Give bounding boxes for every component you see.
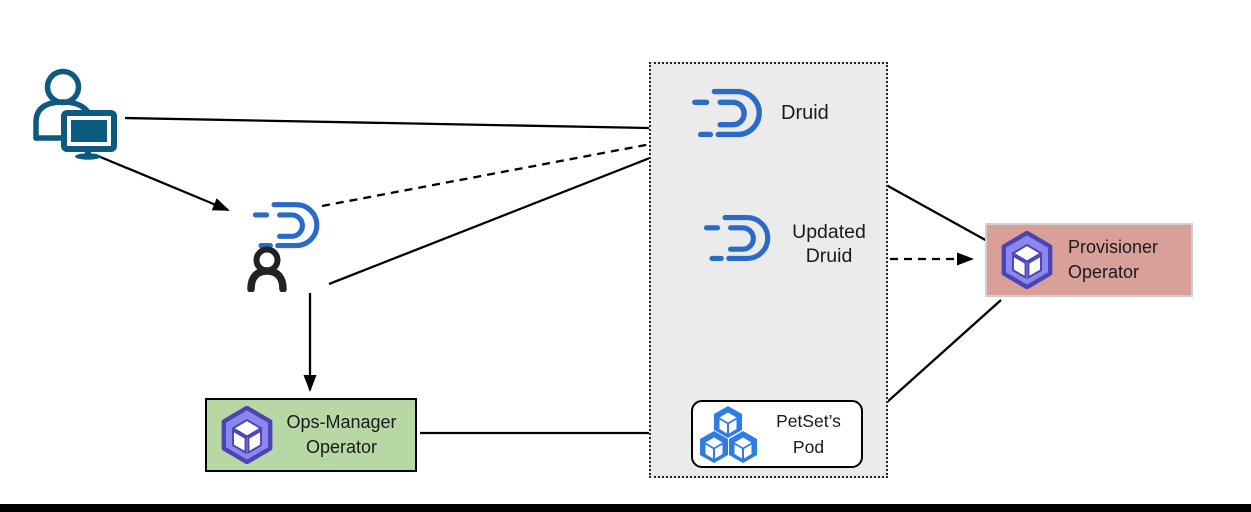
updated-druid-line2: Druid xyxy=(805,245,853,268)
petset-line1: PetSet’s xyxy=(776,410,841,431)
druid-logo-icon xyxy=(692,88,762,138)
druid-logo-icon xyxy=(252,202,320,249)
user-at-computer-icon xyxy=(33,68,117,160)
edge-opsrequest-to-druid-watch xyxy=(321,133,690,208)
pod-cube-icon xyxy=(729,431,757,463)
updated-druid-line1: Updated xyxy=(792,221,866,243)
operator-cube-icon xyxy=(221,406,273,464)
petset-pod-box: PetSet’s Pod xyxy=(691,400,863,468)
updated-druid-label: Updated Druid xyxy=(779,220,879,269)
pod-cube-icon xyxy=(700,431,728,463)
edge-opsrequest-to-druid xyxy=(328,141,690,286)
druid-ops-request-icon xyxy=(247,202,320,292)
user-icon xyxy=(247,246,287,292)
ops-manager-operator-box: Ops-Manager Operator xyxy=(205,398,417,472)
druid-label: Druid xyxy=(781,102,829,124)
ops-manager-operator-label: Ops-Manager Operator xyxy=(276,410,415,460)
edge-user-to-druid xyxy=(124,116,702,136)
namespace-box: Druid Updated Druid xyxy=(649,62,888,478)
provisioner-operator-label: Provisioner Operator xyxy=(1056,235,1191,285)
bottom-bar xyxy=(0,504,1251,512)
pod-cubes-icon xyxy=(700,406,757,463)
provisioner-line2: Operator xyxy=(1068,262,1140,282)
updated-druid-logo-icon xyxy=(703,215,771,261)
petset-pod-label: PetSet’s Pod xyxy=(762,408,861,461)
pod-cube-icon xyxy=(714,406,742,438)
edge-user-to-opsrequest xyxy=(97,154,230,212)
provisioner-line1: Provisioner xyxy=(1068,236,1159,257)
ops-manager-line2: Operator xyxy=(305,437,378,457)
operator-cube-icon xyxy=(1001,231,1053,289)
petset-line2: Pod xyxy=(792,437,825,457)
provisioner-operator-box: Provisioner Operator xyxy=(985,223,1193,297)
ops-manager-line1: Ops-Manager xyxy=(286,411,397,432)
